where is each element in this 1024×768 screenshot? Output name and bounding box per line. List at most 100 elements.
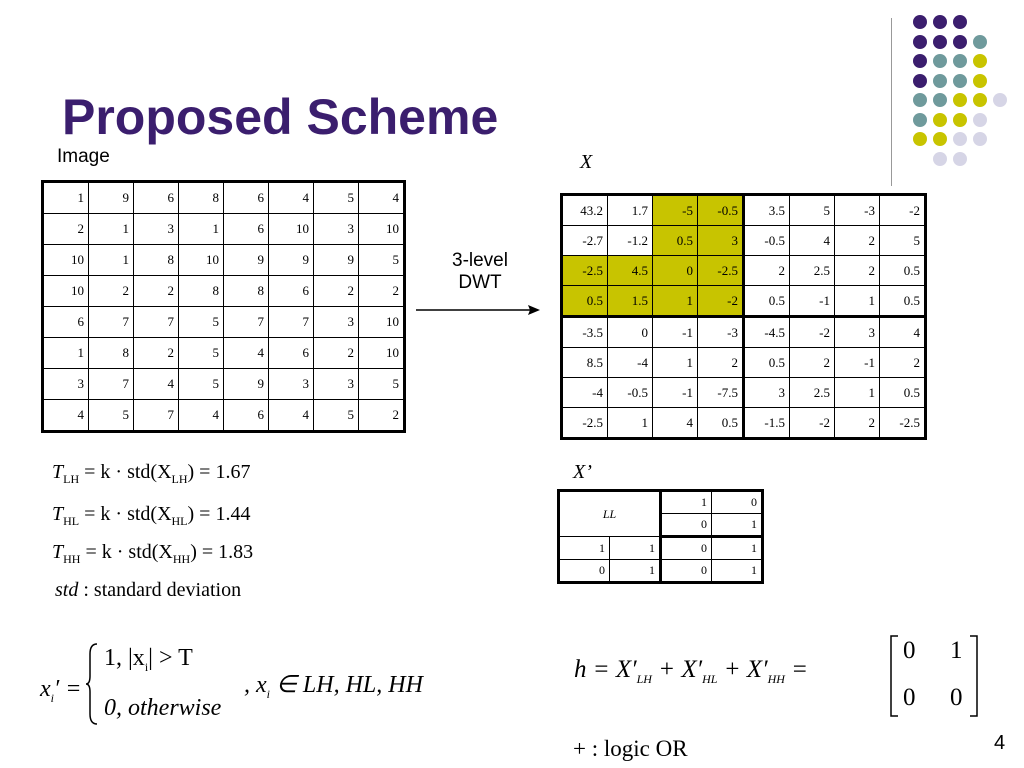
matrix-cell: 0 (950, 684, 963, 711)
table-cell: 1 (711, 513, 763, 538)
table-cell: 2 (834, 225, 880, 256)
table-cell: 8 (223, 275, 269, 307)
table-cell: 7 (133, 399, 179, 432)
decorative-dot (953, 112, 967, 127)
table-cell: 2 (789, 347, 835, 378)
table-cell: 3 (313, 213, 359, 245)
table-cell: 2 (358, 275, 405, 307)
decorative-dot (913, 34, 927, 49)
decorative-dot (953, 54, 967, 68)
table-cell: 4 (42, 399, 89, 432)
table-cell: 1 (660, 490, 712, 514)
table-cell: -3 (697, 316, 745, 348)
piecewise-case1: 1, |xi| > T (104, 645, 193, 674)
table-cell: 1 (711, 536, 763, 560)
dwt-label: 3-level DWT (440, 250, 520, 294)
decorative-dot (953, 93, 967, 107)
table-cell: 8.5 (561, 347, 608, 378)
table-cell: -2 (697, 285, 745, 318)
table-cell: -2 (879, 194, 926, 226)
table-cell: -1.2 (607, 225, 653, 256)
table-cell: 9 (313, 244, 359, 276)
table-cell: 7 (223, 306, 269, 338)
decorative-dot (933, 93, 947, 107)
table-cell: 1 (609, 559, 662, 583)
table-cell: 3 (313, 306, 359, 338)
decorative-dot (953, 15, 967, 29)
h-formula: h = X′LH + X′HL + X′HH = (574, 656, 809, 686)
table-cell: 2.5 (789, 255, 835, 286)
decorative-dot (933, 73, 947, 88)
table-cell: 7 (268, 306, 314, 338)
table-cell: 8 (178, 181, 224, 214)
table-cell: 6 (133, 181, 179, 214)
table-cell: 6 (223, 181, 269, 214)
threshold-lh: TLH = k · std(XLH) = 1.67 (52, 461, 251, 486)
table-cell: 7 (133, 306, 179, 338)
table-cell: -1 (834, 347, 880, 378)
decorative-dot (993, 93, 1007, 107)
table-cell: -1.5 (743, 407, 790, 439)
table-cell: 1 (178, 213, 224, 245)
table-cell: 1 (652, 285, 698, 318)
table-cell: -2 (789, 407, 835, 439)
table-cell: 43.2 (561, 194, 608, 226)
table-cell: -2.7 (561, 225, 608, 256)
table-cell: 2 (133, 275, 179, 307)
x-label: X (580, 151, 593, 173)
decorative-dot (953, 34, 967, 49)
piecewise-domain: , xi ∈ LH, HL, HH (244, 672, 423, 701)
table-cell: 9 (88, 181, 134, 214)
or-note: + : logic OR (573, 736, 688, 761)
table-cell: 2 (313, 275, 359, 307)
table-cell: 5 (313, 181, 359, 214)
table-cell: 4 (178, 399, 224, 432)
table-cell: 2 (358, 399, 405, 432)
table-cell: -2 (789, 316, 835, 348)
decorative-dot (913, 54, 927, 68)
decorative-dot (913, 15, 927, 29)
table-cell: 2 (88, 275, 134, 307)
table-cell: 3.5 (743, 194, 790, 226)
matrix-cell: 1 (950, 637, 963, 664)
table-cell: 6 (268, 337, 314, 369)
table-cell: 0.5 (879, 285, 926, 318)
table-cell: -0.5 (697, 194, 745, 226)
table-cell: -4 (561, 377, 608, 408)
divider-line (891, 18, 892, 186)
std-note: std : standard deviation (55, 579, 242, 601)
table-cell: 10 (358, 213, 405, 245)
piecewise-case2: 0, otherwise (104, 695, 222, 721)
table-cell: 6 (223, 213, 269, 245)
table-cell: 8 (178, 275, 224, 307)
table-cell: 8 (88, 337, 134, 369)
table-cell: 2 (834, 407, 880, 439)
table-cell: 10 (42, 244, 89, 276)
slide-title: Proposed Scheme (62, 89, 499, 145)
table-cell: 3 (42, 368, 89, 400)
table-cell: 10 (42, 275, 89, 307)
table-cell: 9 (223, 368, 269, 400)
table-cell: 1.7 (607, 194, 653, 226)
table-cell: 6 (42, 306, 89, 338)
table-cell: 2 (42, 213, 89, 245)
decorative-dot (913, 132, 927, 146)
table-cell: 1 (558, 536, 610, 560)
decorative-dot (973, 112, 987, 127)
table-cell: 0.5 (743, 347, 790, 378)
table-cell: 2 (133, 337, 179, 369)
table-cell: 5 (313, 399, 359, 432)
table-cell: 0.5 (697, 407, 745, 439)
table-cell: 0.5 (561, 285, 608, 318)
table-cell: -2.5 (697, 255, 745, 286)
table-cell: 8 (133, 244, 179, 276)
table-cell: 3 (133, 213, 179, 245)
decorative-dot (953, 132, 967, 146)
table-cell: 0 (660, 559, 712, 583)
